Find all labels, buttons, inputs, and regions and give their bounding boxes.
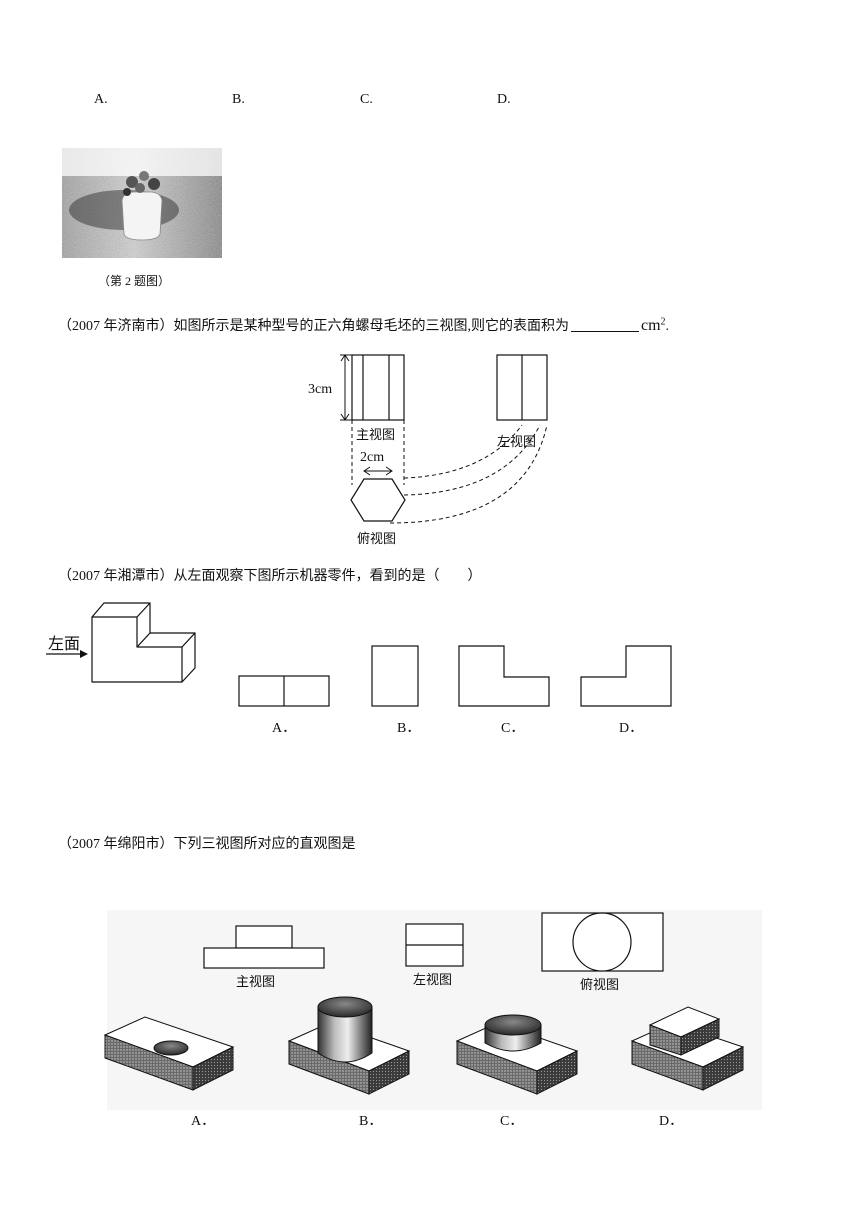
q2-period: . [665, 319, 670, 334]
q1-option-b: B. [232, 92, 245, 107]
q3-source: （2007 年湘潭市） [58, 569, 174, 584]
q4-option-c: C． [500, 1114, 524, 1129]
q3-option-c: C． [501, 721, 525, 736]
q2-height-dimension [340, 354, 352, 421]
q3-question-text: 从左面观察下图所示机器零件，看到的是（ ） [173, 569, 482, 584]
q3-option-a-figure [238, 675, 330, 707]
q2-height-label: 3cm [308, 382, 333, 397]
q4-question-text: 下列三视图所对应的直观图是 [173, 837, 356, 852]
q3-question: （2007 年湘潭市）从左面观察下图所示机器零件，看到的是（ ） [58, 568, 482, 586]
q4-three-views-figure [203, 912, 664, 972]
q2-answer-blank [571, 317, 639, 332]
q4-top-view [541, 912, 664, 972]
q4-top-view-label: 俯视图 [580, 977, 620, 992]
q2-width-label: 2cm [360, 450, 385, 465]
q4-option-d: D． [659, 1114, 684, 1129]
q4-option-a-solid [103, 1016, 235, 1091]
q4-option-b: B． [359, 1114, 383, 1129]
q3-machine-part-figure [46, 602, 196, 683]
q3-option-a: A． [272, 721, 297, 736]
q2-left-view [496, 354, 548, 421]
q1-option-a: A. [94, 92, 108, 107]
vase-photo [62, 148, 222, 258]
q4-left-view [405, 923, 464, 967]
q4-option-b-solid [287, 996, 411, 1095]
q3-option-c-figure [458, 645, 550, 707]
q3-option-b: B． [397, 721, 421, 736]
q3-option-d-figure [580, 645, 672, 707]
q2-left-view-label: 左视图 [497, 434, 537, 449]
q3-left-label: 左面 [48, 636, 81, 653]
q4-question: （2007 年绵阳市）下列三视图所对应的直观图是 [58, 836, 356, 854]
q4-option-c-solid [455, 1014, 579, 1095]
q4-left-view-label: 左视图 [413, 972, 453, 987]
q3-part-drawing [91, 602, 196, 683]
q1-figure-caption: （第 2 题图） [98, 274, 171, 288]
q2-top-view-hexagon [350, 478, 406, 522]
q4-option-d-solid [630, 1006, 745, 1091]
q4-front-view [203, 925, 325, 969]
q3-option-d: D． [619, 721, 644, 736]
q2-unit-sup: 2 [660, 316, 666, 328]
q4-source: （2007 年绵阳市） [58, 837, 174, 852]
q2-unit: cm [641, 317, 661, 334]
q2-front-view [351, 354, 405, 421]
q2-question-text: 如图所示是某种型号的正六角螺母毛坯的三视图,则它的表面积为 [173, 319, 570, 334]
q4-front-view-label: 主视图 [236, 974, 276, 989]
q3-option-b-figure [371, 645, 419, 707]
left-arrow-icon [46, 650, 88, 658]
q2-front-view-label: 主视图 [356, 427, 396, 442]
q4-option-a: A． [191, 1114, 216, 1129]
q2-projection-lines [351, 420, 548, 524]
q1-option-d: D. [497, 92, 511, 107]
q2-source: （2007 年济南市） [58, 319, 174, 334]
q2-three-views-figure [340, 354, 548, 524]
q2-question: （2007 年济南市）如图所示是某种型号的正六角螺母毛坯的三视图,则它的表面积为… [58, 317, 669, 336]
q1-option-c: C. [360, 92, 373, 107]
q2-top-view-label: 俯视图 [357, 531, 397, 546]
q2-width-dimension [363, 466, 393, 476]
q4-solid-options-figure [103, 996, 745, 1095]
